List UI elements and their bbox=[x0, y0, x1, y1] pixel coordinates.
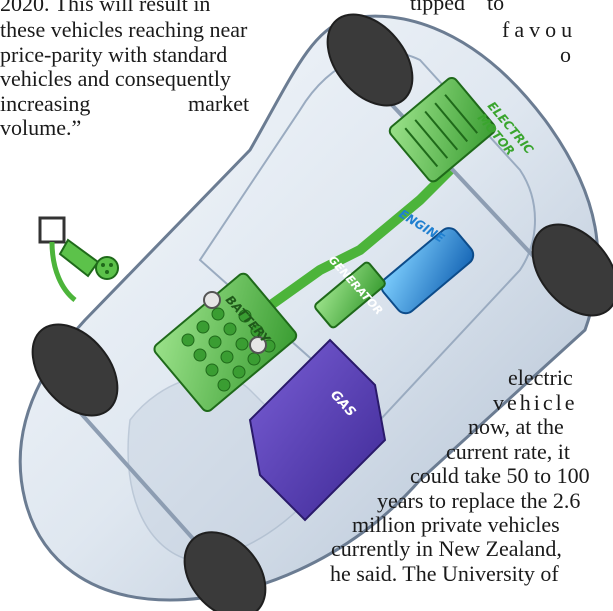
right-top-line-1: tipped to bbox=[410, 0, 505, 15]
wall-socket-icon bbox=[38, 216, 66, 244]
charging-plug bbox=[38, 216, 119, 302]
left-line-3: price-parity with standard bbox=[0, 42, 228, 67]
right-bottom-line-1: electric bbox=[508, 365, 573, 390]
right-bottom-line-3: now, at the bbox=[468, 414, 564, 439]
left-line-6: volume.” bbox=[0, 115, 82, 140]
right-top-line-2: favou bbox=[502, 17, 578, 42]
generator-icon bbox=[314, 261, 386, 329]
battery-cells bbox=[181, 307, 276, 392]
gas-tank: GAS bbox=[248, 338, 387, 522]
right-bottom-line-6: years to replace the 2.6 bbox=[377, 488, 581, 513]
tire-icon bbox=[531, 223, 613, 317]
power-path bbox=[247, 166, 454, 325]
electric-plug-icon bbox=[58, 238, 100, 278]
right-top-line-3: o bbox=[560, 42, 571, 67]
left-line-4: vehicles and consequently bbox=[0, 66, 231, 91]
power-outlet-icon bbox=[95, 256, 119, 280]
electric-motor-icon bbox=[388, 77, 496, 183]
battery-terminal-icon bbox=[203, 291, 221, 309]
tire-icon bbox=[183, 531, 267, 611]
right-bottom-line-2: vehicle bbox=[493, 390, 578, 415]
left-line-5-word-1: increasing bbox=[0, 91, 91, 116]
left-line-1: 2020. This will result in bbox=[0, 0, 211, 16]
tire-icon bbox=[31, 323, 119, 417]
left-line-2: these vehicles reaching near bbox=[0, 17, 248, 42]
plug-cable bbox=[49, 241, 77, 302]
battery: BATTERY bbox=[153, 272, 298, 413]
left-line-5-word-2: market bbox=[188, 91, 250, 116]
right-bottom-line-5: could take 50 to 100 bbox=[410, 463, 590, 488]
tires bbox=[31, 13, 613, 611]
battery-terminal-icon bbox=[249, 336, 267, 354]
gas-tank-icon bbox=[248, 338, 387, 522]
battery-icon bbox=[153, 272, 298, 413]
right-bottom-line-7: million private vehicles bbox=[352, 512, 560, 537]
engine-icon bbox=[380, 227, 475, 315]
right-bottom-line-4: current rate, it bbox=[446, 439, 570, 464]
tire-icon bbox=[326, 13, 414, 107]
right-bottom-line-8: currently in New Zealand, bbox=[331, 536, 562, 561]
right-bottom-line-9: he said. The University of bbox=[330, 561, 559, 586]
